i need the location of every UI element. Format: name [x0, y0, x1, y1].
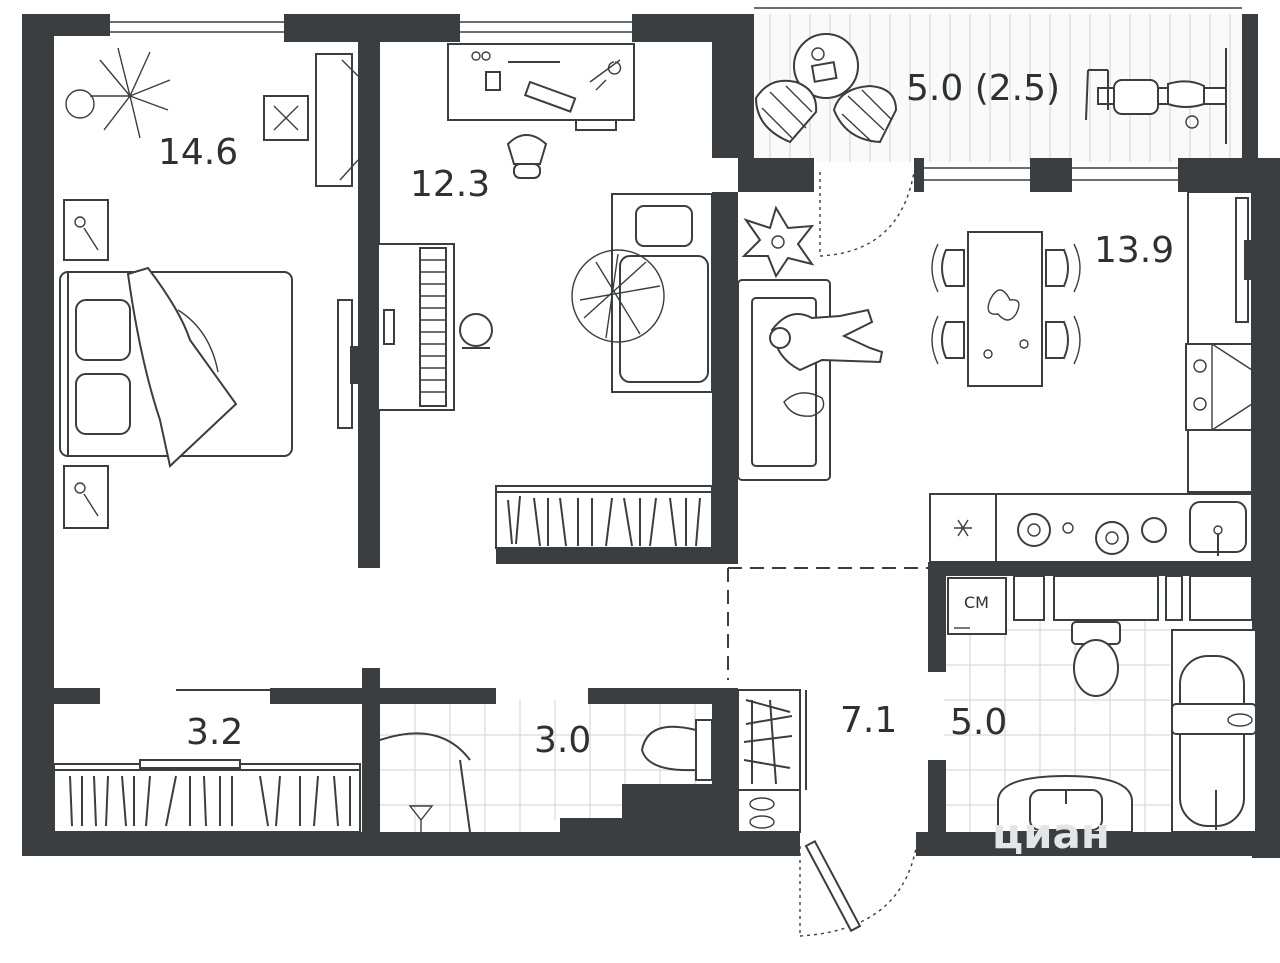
dining-table-icon	[931, 231, 1081, 387]
stove-icon	[1185, 343, 1253, 431]
area-study: 12.3	[410, 164, 490, 205]
tv-icon	[1187, 191, 1253, 493]
sink-icon	[1189, 501, 1247, 556]
bathtub-icon	[1171, 629, 1257, 833]
piano-icon	[377, 243, 493, 411]
wardrobe-icon	[495, 485, 713, 549]
watermark-text: циан	[992, 809, 1110, 858]
washer-label: СМ	[964, 593, 989, 612]
toilet-icon	[640, 719, 713, 781]
balcony-table	[793, 33, 859, 99]
desk-icon	[447, 43, 635, 131]
area-toilet: 3.0	[534, 720, 591, 761]
door-icon	[379, 171, 928, 937]
windows	[110, 7, 1242, 181]
area-bathroom: 5.0	[950, 702, 1007, 743]
washer-icon: СМ	[947, 577, 1007, 635]
plant-icon	[65, 47, 171, 139]
nightstand	[263, 95, 309, 141]
bedroom-desk	[315, 53, 359, 187]
area-bedroom: 14.6	[158, 132, 238, 173]
area-storage: 3.2	[186, 712, 243, 753]
area-hall: 7.1	[840, 700, 897, 741]
study-bed-icon	[571, 193, 713, 393]
kitchen-appliances	[1017, 513, 1167, 555]
wardrobe-icon	[737, 689, 807, 833]
toilet-icon	[1071, 621, 1121, 697]
water-heater	[408, 805, 434, 832]
walls	[22, 14, 1280, 858]
sink-icon	[997, 774, 1133, 833]
bed-icon	[59, 266, 293, 468]
area-balcony: 5.0 (2.5)	[906, 68, 1060, 109]
plant-icon	[741, 205, 815, 279]
wardrobe-icon	[53, 689, 361, 833]
balcony-chair-icon	[754, 79, 898, 144]
cabinet-row	[1013, 575, 1253, 621]
tv-icon	[337, 299, 360, 429]
area-kitchen-living: 13.9	[1094, 230, 1174, 271]
chair-icon	[506, 134, 548, 179]
sofa-icon	[737, 279, 884, 481]
exercise-bike-icon	[1085, 48, 1227, 144]
picture-frames	[63, 199, 109, 529]
